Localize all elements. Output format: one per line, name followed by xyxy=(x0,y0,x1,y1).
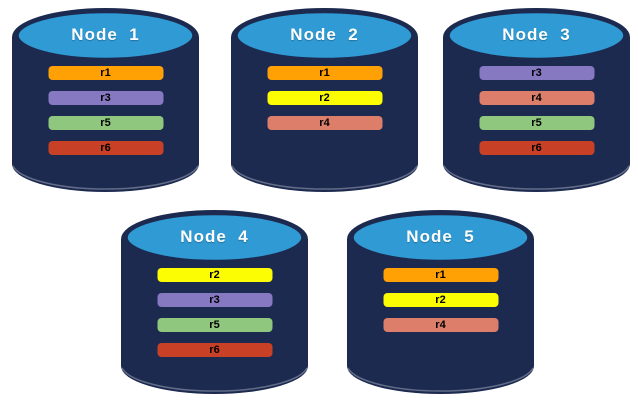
replica-bar: r4 xyxy=(267,116,382,130)
replica-bar: r3 xyxy=(48,91,163,105)
database-node: Node 5 r1 r2 r4 xyxy=(347,210,534,396)
replica-bar: r1 xyxy=(267,66,382,80)
replica-bar: r5 xyxy=(157,318,272,332)
cylinder-top-shape xyxy=(234,9,415,62)
replica-bar: r1 xyxy=(383,268,498,282)
node-title: Node 2 xyxy=(290,25,359,44)
replica-bar-list: r3 r4 r5 r6 xyxy=(479,66,594,166)
cylinder-bottom-rim xyxy=(231,165,418,190)
replica-bar: r2 xyxy=(157,268,272,282)
replica-bar: r6 xyxy=(48,141,163,155)
replica-bar: r2 xyxy=(383,293,498,307)
node-title: Node 4 xyxy=(180,227,249,246)
node-title: Node 5 xyxy=(406,227,475,246)
replica-bar: r5 xyxy=(479,116,594,130)
replica-bar: r3 xyxy=(479,66,594,80)
replica-bar: r4 xyxy=(383,318,498,332)
replica-bar: r4 xyxy=(479,91,594,105)
replica-bar: r5 xyxy=(48,116,163,130)
replica-bar-list: r1 r2 r4 xyxy=(267,66,382,141)
cylinder-top-shape xyxy=(124,211,305,264)
replica-bar: r1 xyxy=(48,66,163,80)
database-node: Node 1 r1 r3 r5 r6 xyxy=(12,8,199,194)
replica-bar: r3 xyxy=(157,293,272,307)
node-title: Node 3 xyxy=(502,25,571,44)
cylinder-top-shape xyxy=(350,211,531,264)
replica-bar-list: r2 r3 r5 r6 xyxy=(157,268,272,368)
cylinder-top-shape xyxy=(446,9,627,62)
replica-bar-list: r1 r3 r5 r6 xyxy=(48,66,163,166)
database-node: Node 2 r1 r2 r4 xyxy=(231,8,418,194)
database-node: Node 3 r3 r4 r5 r6 xyxy=(443,8,630,194)
replica-bar-list: r1 r2 r4 xyxy=(383,268,498,343)
cylinder-bottom-rim xyxy=(121,367,308,392)
cylinder-bottom-rim xyxy=(347,367,534,392)
replica-bar: r6 xyxy=(157,343,272,357)
node-title: Node 1 xyxy=(71,25,140,44)
cylinder-bottom-rim xyxy=(12,165,199,190)
cylinder-bottom-rim xyxy=(443,165,630,190)
database-node: Node 4 r2 r3 r5 r6 xyxy=(121,210,308,396)
replica-bar: r6 xyxy=(479,141,594,155)
replica-bar: r2 xyxy=(267,91,382,105)
cylinder-top-shape xyxy=(15,9,196,62)
